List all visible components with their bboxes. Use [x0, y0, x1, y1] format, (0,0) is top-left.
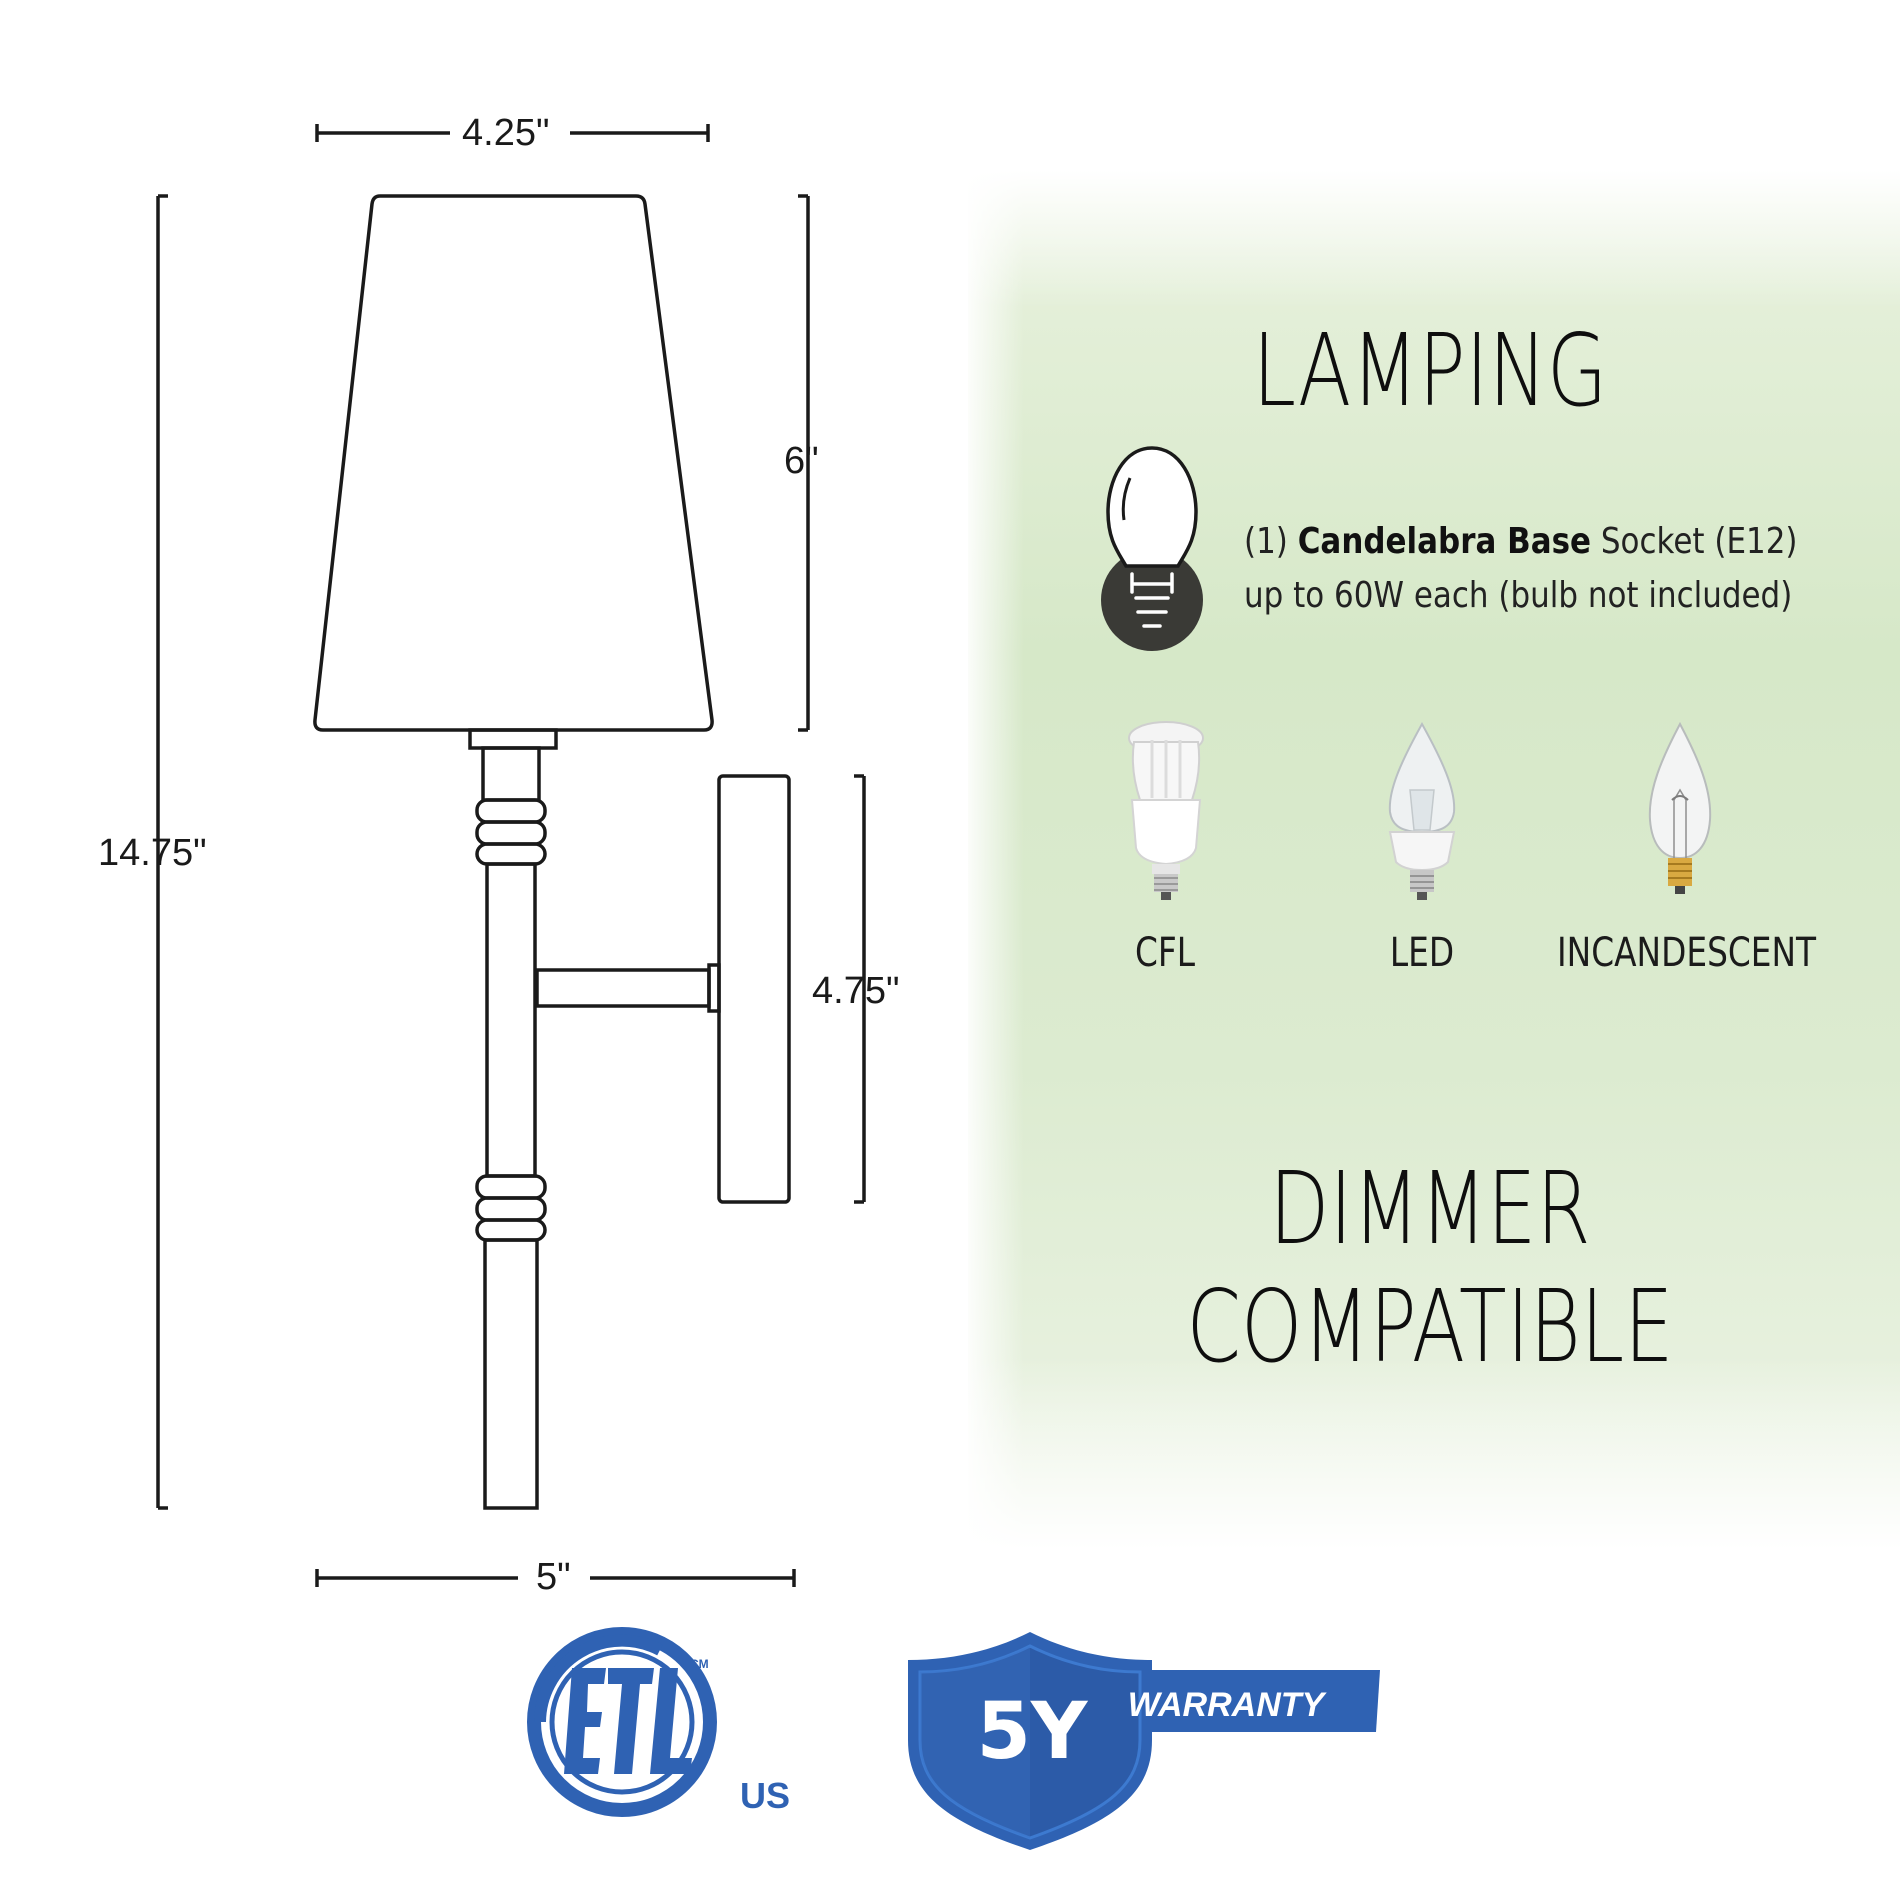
dimension-shade-height: 6" — [784, 440, 819, 482]
support-arm — [535, 968, 711, 1008]
dimension-lines — [156, 124, 866, 1587]
column-ring-1 — [475, 798, 547, 824]
socket-line-2: up to 60W each (bulb not included) — [1244, 575, 1793, 616]
socket-line-1: (1) Candelabra Base Socket (E12) — [1244, 515, 1797, 569]
lamping-title: LAMPING — [1252, 312, 1608, 429]
socket-type: Candelabra Base — [1297, 521, 1592, 562]
column-ring-3 — [475, 842, 547, 866]
bulb-label-incandescent: INCANDESCENT — [1557, 930, 1817, 976]
dimension-backplate-height: 4.75" — [812, 970, 900, 1012]
column-ring-4 — [475, 1174, 547, 1200]
column-middle — [485, 862, 537, 1178]
column-upper — [481, 746, 541, 802]
column-ring-5 — [475, 1196, 547, 1222]
dimmer-line-1: DIMMER — [1269, 1150, 1591, 1267]
dimension-bottom-width: 5" — [536, 1556, 571, 1598]
bulb-label-cfl: CFL — [1134, 930, 1196, 976]
wall-backplate — [717, 774, 791, 1204]
bulb-label-led: LED — [1389, 930, 1455, 976]
column-ring-2 — [475, 820, 547, 846]
dimension-overall-height: 14.75" — [98, 832, 207, 874]
dimension-top-width: 4.25" — [462, 112, 550, 154]
shade-outline — [313, 194, 714, 732]
socket-description: (1) Candelabra Base Socket (E12) up to 6… — [1244, 515, 1797, 623]
dimmer-line-2: COMPATIBLE — [1186, 1268, 1674, 1385]
socket-cup — [468, 728, 558, 750]
socket-suffix: Socket (E12) — [1600, 521, 1798, 562]
column-lower — [483, 1238, 539, 1510]
socket-count: (1) — [1244, 521, 1288, 562]
column-ring-6 — [475, 1218, 547, 1242]
